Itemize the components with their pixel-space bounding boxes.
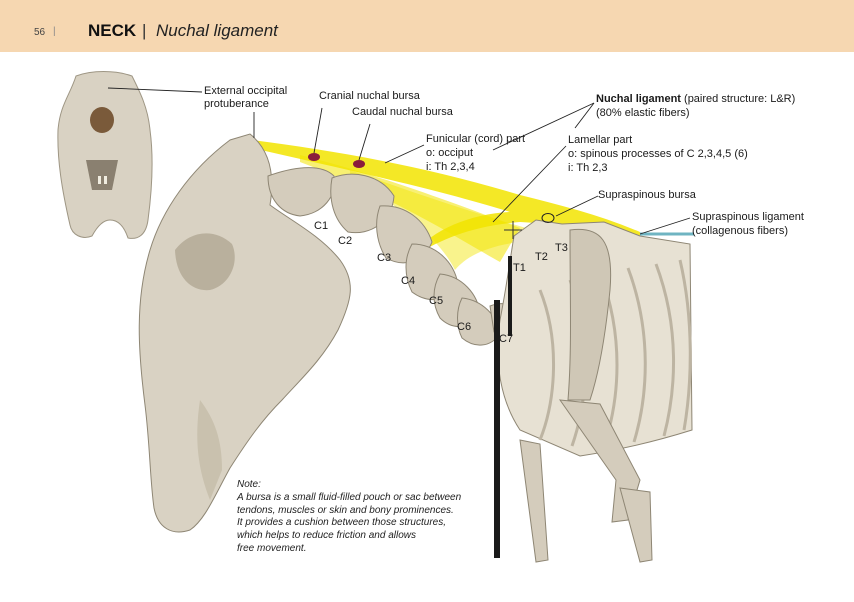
vertebra-label-c1: C1 <box>314 220 329 232</box>
page-header: 56 | NECK | Nuchal ligament <box>0 0 854 52</box>
note-heading: Note: <box>237 479 261 490</box>
page-number: 56 <box>34 27 46 38</box>
title-divider: | <box>142 21 147 40</box>
leader-lines <box>107 87 691 235</box>
vertebra-label-c4: C4 <box>401 275 416 287</box>
vertebra-label-t2: T2 <box>535 251 548 263</box>
nuchal-ligament-title: Nuchal ligament <box>596 93 681 105</box>
label-lamellar-insertion: i: Th 2,3 <box>568 162 608 174</box>
label-supraspinous-ligament: Supraspinous ligament <box>692 211 804 223</box>
vertebra-label-c2: C2 <box>338 235 353 247</box>
thorax-skeleton <box>497 219 693 563</box>
skull-lateral-view <box>138 133 351 533</box>
label-nuchal-ligament: Nuchal ligament (paired structure: L&R) <box>596 93 795 106</box>
label-supraspinous-bursa: Supraspinous bursa <box>598 189 696 201</box>
display-stand-pole <box>494 300 500 558</box>
note-line: which helps to reduce friction and allow… <box>237 530 416 542</box>
caudal-nuchal-bursa <box>353 160 365 168</box>
note-line: A bursa is a small fluid-filled pouch or… <box>237 491 462 503</box>
label-funicular-origin: o: occiput <box>426 147 474 159</box>
cranial-nuchal-bursa <box>308 153 320 161</box>
skull-dorsal-view <box>57 71 153 239</box>
label-collagenous-fibers: (collagenous fibers) <box>692 225 788 237</box>
page-number-separator: | <box>53 26 56 37</box>
crosshair-cursor-icon <box>504 221 522 239</box>
note-line: tendons, muscles or skin and bony promin… <box>237 504 454 516</box>
vertebra-label-c6: C6 <box>457 321 472 333</box>
vertebra-label-c3: C3 <box>377 252 392 264</box>
label-lamellar-part: Lamellar part <box>568 134 633 146</box>
label-cranial-nuchal-bursa: Cranial nuchal bursa <box>319 90 420 102</box>
skeleton-illustration <box>57 71 694 563</box>
display-stand-bar <box>508 256 512 336</box>
note-line: It provides a cushion between those stru… <box>237 517 447 529</box>
vertebra-label-c7: C7 <box>499 333 514 345</box>
label-funicular-part: Funicular (cord) part <box>426 133 526 145</box>
label-external-occipital: External occipital <box>204 85 288 97</box>
supraspinous-bursa-marker <box>541 213 555 223</box>
note-line: free movement. <box>237 542 307 554</box>
label-nuchal-elastic: (80% elastic fibers) <box>596 107 690 119</box>
bursa-note: Note: A bursa is a small fluid-filled po… <box>237 479 461 556</box>
label-funicular-insertion: i: Th 2,3,4 <box>426 161 475 173</box>
section-subtitle: Nuchal ligament <box>156 21 278 40</box>
section-title: NECK <box>88 21 137 40</box>
label-caudal-nuchal-bursa: Caudal nuchal bursa <box>352 106 453 118</box>
nuchal-ligament-paren: (paired structure: L&R) <box>684 93 796 105</box>
vertebra-label-c5: C5 <box>429 295 444 307</box>
label-protuberance: protuberance <box>204 98 269 110</box>
vertebra-label-t3: T3 <box>555 242 568 254</box>
vertebra-label-t1: T1 <box>513 262 526 274</box>
label-lamellar-origin: o: spinous processes of C 2,3,4,5 (6) <box>568 148 748 160</box>
